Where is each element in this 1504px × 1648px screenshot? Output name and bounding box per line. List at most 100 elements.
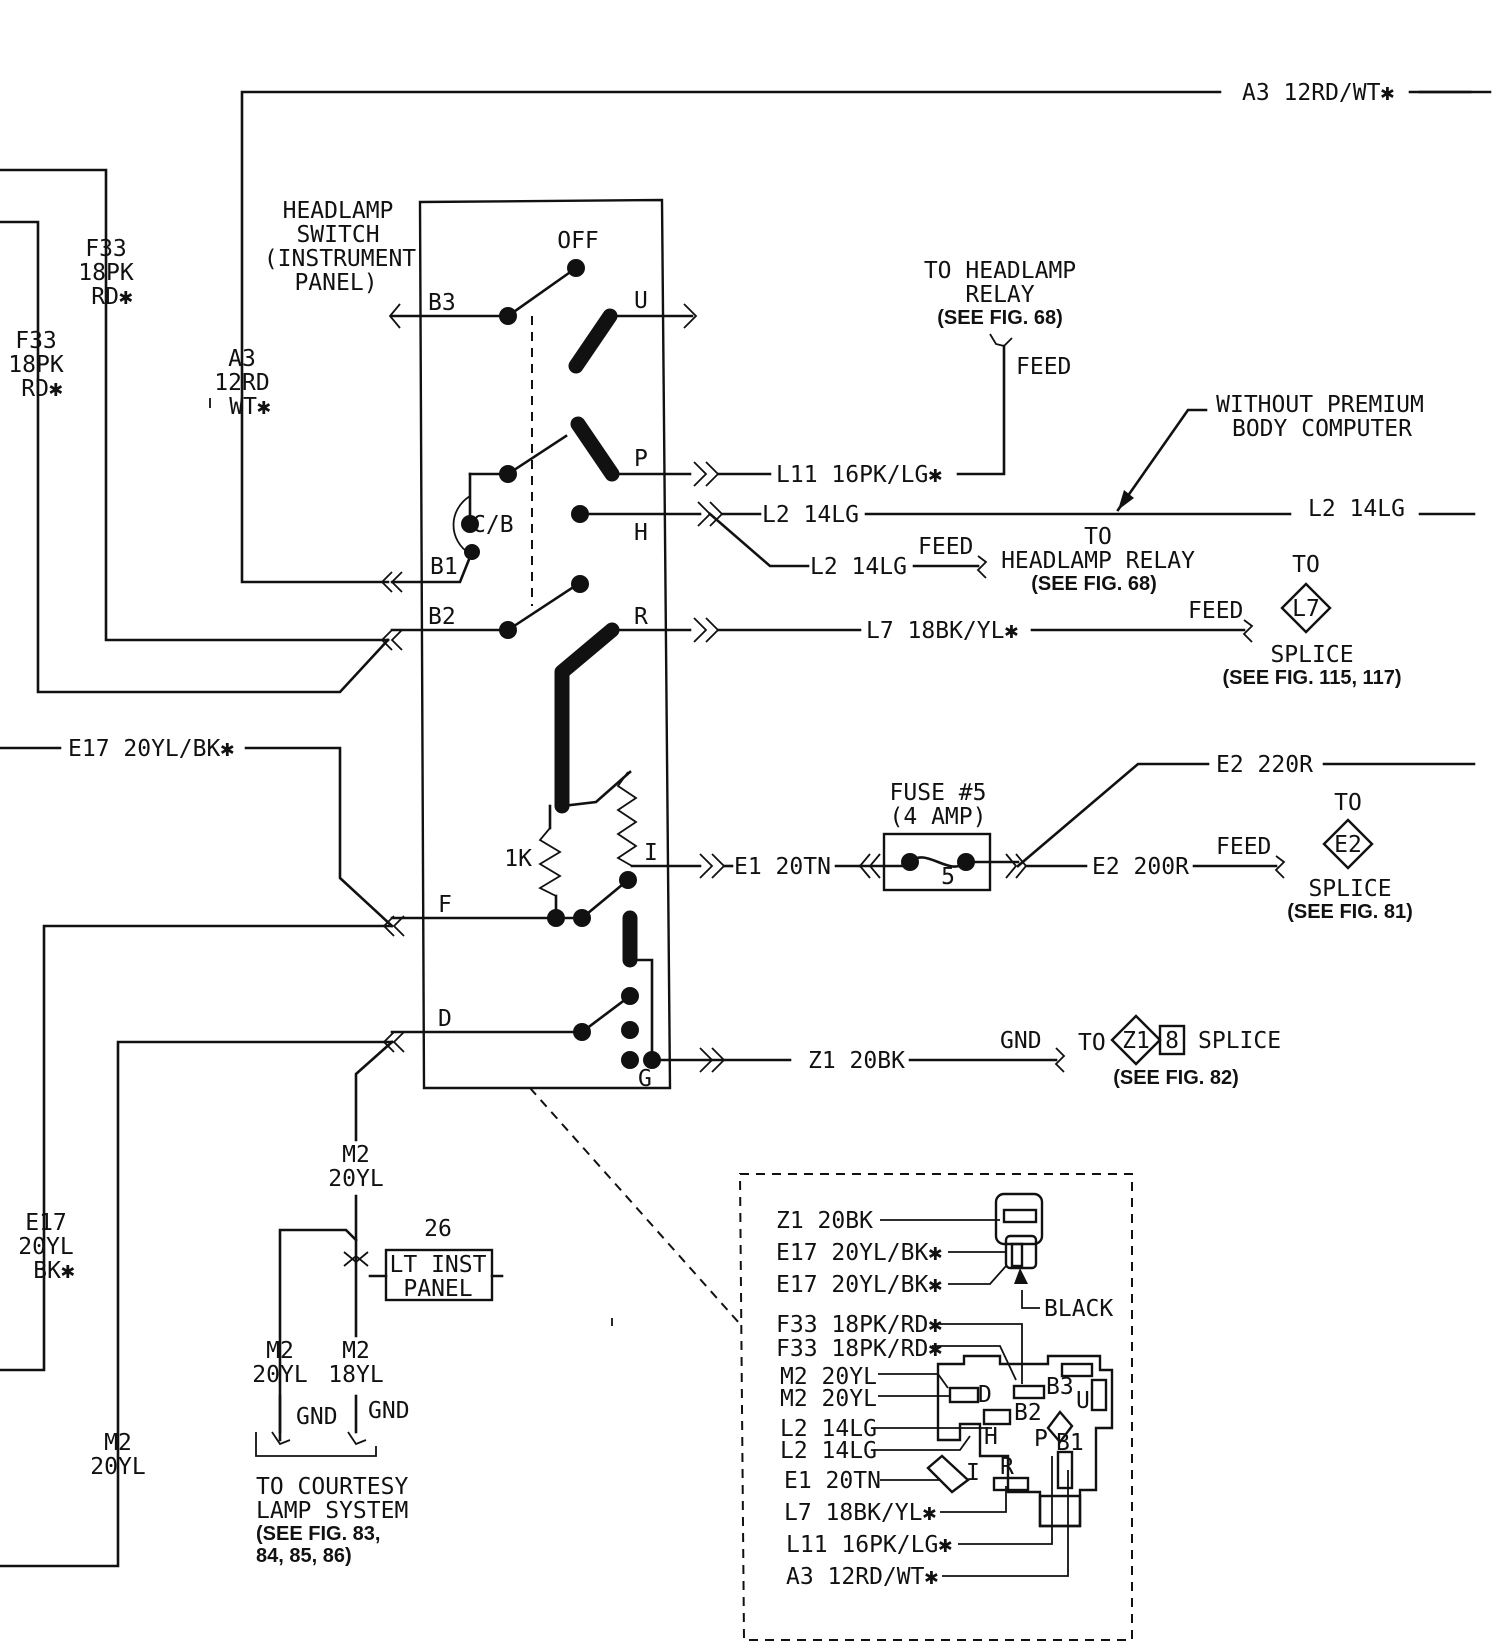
f33-inner-line2: 18PK (8, 352, 64, 378)
cv-pin-u: U (1076, 1388, 1090, 1414)
cv-label-11: L11 16PK/LG✱ (786, 1532, 952, 1558)
to-relay2-line2: HEADLAMP RELAY (1001, 548, 1195, 574)
pin-b1-label: B1 (430, 554, 458, 580)
a3-line2: 12RD (214, 370, 269, 396)
l11-label: L11 16PK/LG✱ (776, 462, 942, 488)
e2-splice-label: E2 (1334, 832, 1362, 858)
m2-side-line2: 20YL (90, 1454, 145, 1480)
without-premium-line1: WITHOUT PREMIUM (1216, 392, 1424, 418)
black-connector-pin-2 (1004, 1234, 1038, 1270)
pin-b3-cavity (1060, 1362, 1094, 1378)
z1-splice-box (1158, 1024, 1186, 1056)
cv-label-4: F33 18PK/RD✱ (776, 1336, 942, 1362)
see-fig-68-label: (SEE FIG. 68) (937, 307, 1063, 329)
feed-label-2: FEED (918, 534, 973, 560)
connector-view-frame (738, 1173, 1133, 1641)
pin-p-label: P (634, 446, 648, 472)
pin-d-label: D (438, 1006, 452, 1032)
switch-outline (418, 198, 672, 1090)
see-fig-83-line2: 84, 85, 86) (256, 1545, 352, 1567)
cv-pin-b2: B2 (1014, 1400, 1042, 1426)
switch-title: HEADLAMP SWITCH (INSTRUMENT PANEL) (264, 198, 416, 296)
pin-p-cavity (1046, 1410, 1074, 1444)
cv-label-8: L2 14LG (780, 1438, 877, 1464)
z1-label: Z1 20BK (808, 1048, 905, 1074)
see-fig-82-label: (SEE FIG. 82) (1113, 1067, 1239, 1089)
pin-cb-label: C/B (472, 512, 514, 538)
e17-side-label: E17 20YL BK✱ (18, 1210, 75, 1284)
l7-splice-label: L7 (1292, 596, 1320, 622)
misc-marks (209, 398, 613, 1326)
pin-b2-label: B2 (428, 604, 456, 630)
m2-mid-line2: 20YL (328, 1166, 383, 1192)
cv-pin-i: I (966, 1460, 980, 1486)
e17-side-line3: BK✱ (33, 1258, 75, 1284)
black-connector-pin-2-inner (1010, 1242, 1024, 1268)
z1-splice-label: Z1 (1122, 1028, 1150, 1054)
f33-outer-line1: F33 (85, 236, 127, 262)
splice-label-e2: SPLICE (1308, 876, 1391, 902)
pin-h-label: H (634, 520, 648, 546)
m2-b-line2: 18YL (328, 1362, 383, 1388)
cv-label-10: L7 18BK/YL✱ (784, 1500, 936, 1526)
cv-label-5: M2 20YL (780, 1364, 877, 1390)
l7-splice-diamond (1280, 582, 1332, 634)
to-relay2-line1: TO (1084, 524, 1112, 550)
splice-label-l7: SPLICE (1270, 642, 1353, 668)
pin-g-label: G (638, 1066, 652, 1092)
without-premium-label: WITHOUT PREMIUM BODY COMPUTER (1216, 392, 1424, 442)
m2-side-label: M2 20YL (90, 1430, 145, 1480)
courtesy-lamp-section: 26 LT INST PANEL M2 20YL M2 18YL GND GND… (252, 1216, 504, 1567)
cv-pin-b3: B3 (1046, 1374, 1074, 1400)
connector-latch (1038, 1494, 1082, 1528)
f33-inner-line1: F33 (15, 328, 57, 354)
m2-b-line1: M2 (342, 1338, 370, 1364)
to-headlamp-relay-line1: TO HEADLAMP (924, 258, 1076, 284)
f33-outer-line2: 18PK (78, 260, 134, 286)
gnd-label-b: GND (368, 1398, 410, 1424)
lt-inst-line2: PANEL (403, 1276, 472, 1302)
cv-label-2: E17 20YL/BK✱ (776, 1272, 942, 1298)
cv-pin-r: R (1000, 1454, 1014, 1480)
main-connector-outline (936, 1354, 1114, 1528)
off-label: OFF (557, 228, 599, 254)
cv-pin-p: P (1034, 1426, 1048, 1452)
black-connector-pin-1 (1002, 1208, 1038, 1224)
switch-title-line4: PANEL) (294, 270, 377, 296)
cv-label-3: F33 18PK/RD✱ (776, 1312, 942, 1338)
feed-label-3: FEED (1188, 598, 1243, 624)
pin-u-cavity (1090, 1378, 1108, 1412)
switch-title-line2: SWITCH (296, 222, 379, 248)
pin-i-cavity (926, 1454, 970, 1494)
switch-title-line3: (INSTRUMENT (264, 246, 416, 272)
courtesy-line1: TO COURTESY (256, 1474, 408, 1500)
pin-u-label: U (634, 288, 648, 314)
cv-pin-h: H (984, 1424, 998, 1450)
m2-mid-label: M2 20YL (328, 1142, 383, 1192)
to-headlamp-relay-2: TO HEADLAMP RELAY (SEE FIG. 68) (1001, 524, 1195, 595)
see-fig-83-line1: (SEE FIG. 83, (256, 1523, 380, 1545)
f33-outer-label: F33 18PK RD✱ (78, 236, 134, 310)
m2-side-line1: M2 (104, 1430, 132, 1456)
to-label-e2: TO (1334, 790, 1362, 816)
e17-side-line2: 20YL (18, 1234, 73, 1260)
m2-20yl-label: M2 20YL (252, 1338, 307, 1388)
pin-i-label: I (644, 840, 658, 866)
feed-label-4: FEED (1216, 834, 1271, 860)
left-connector-chevrons (380, 303, 405, 1053)
see-fig-115-label: (SEE FIG. 115, 117) (1223, 667, 1402, 689)
cv-pin-b1: B1 (1056, 1430, 1084, 1456)
m2-a-line1: M2 (266, 1338, 294, 1364)
f33-inner-label: F33 18PK RD✱ (8, 328, 64, 402)
a3-left-label: A3 12RD WT✱ (214, 346, 271, 420)
m2-18yl-label: M2 18YL (328, 1338, 383, 1388)
pin-b2-cavity (1012, 1384, 1046, 1400)
cv-label-6: M2 20YL (780, 1386, 877, 1412)
to-label-l7: TO (1292, 552, 1320, 578)
f33-outer-line3: RD✱ (91, 284, 133, 310)
e2-splice-diamond (1322, 818, 1374, 870)
fuse-line2: (4 AMP) (890, 804, 987, 830)
connector-leader-line (529, 1087, 741, 1325)
fuse-line1: FUSE #5 (890, 780, 987, 806)
